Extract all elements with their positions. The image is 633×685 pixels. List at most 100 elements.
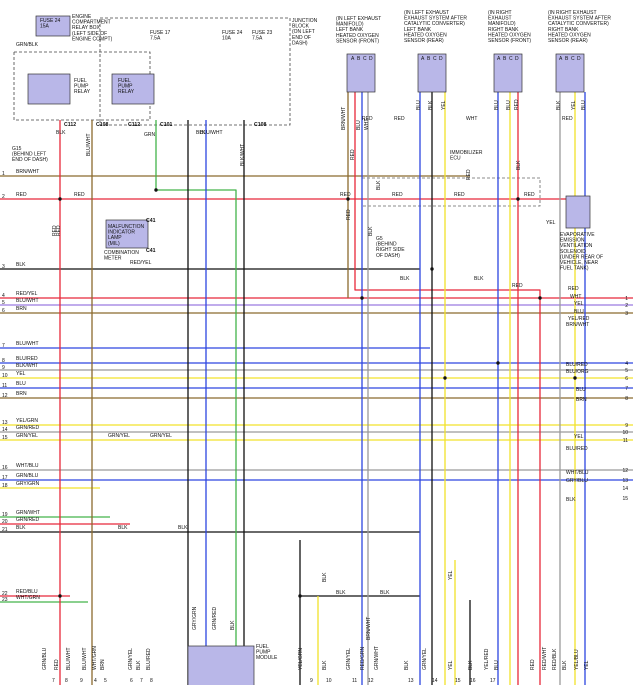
wire-color-label: GRN — [144, 132, 156, 138]
fuel-pump-module-text-line: PUMP — [256, 650, 271, 656]
bottom-pin-number: 8 — [65, 678, 68, 684]
fuel-pump-relay-left-text-line: PUMP — [74, 84, 89, 90]
right-pin-number: 14 — [622, 486, 628, 492]
left-pin-number: 6 — [2, 308, 5, 314]
wire-color-label: YEL/RED — [568, 316, 590, 322]
wire-color-label: RED — [512, 283, 523, 289]
wire-color-label: BLK — [428, 100, 434, 110]
wire-color-label: RED/YEL — [16, 291, 38, 297]
left-pin-number: 22 — [2, 591, 8, 597]
bottom-pin-number: 14 — [432, 678, 438, 684]
mil-text-line: MALFUNCTION — [108, 224, 145, 230]
wire-color-label: BRN/WHT — [566, 322, 589, 328]
wire-color-label: BLK — [404, 660, 410, 670]
relay-box-text-line: RELAY BOX — [72, 25, 101, 31]
wire-color-label: RED — [16, 192, 27, 198]
components-layer — [27, 15, 591, 685]
left-pin-number: 3 — [2, 264, 5, 270]
wire-color-label: BLU/WHT — [200, 130, 223, 136]
wire-color-label: RED — [568, 286, 579, 292]
wire-color-label: BLU/WHT — [82, 648, 88, 671]
sensor-pin-letter: C — [509, 56, 513, 62]
junction-block-text-line: END OF — [292, 35, 311, 41]
mil-text-line: INDICATOR — [108, 230, 135, 236]
wire-color-label: YEL — [448, 660, 454, 670]
sensor-1-text-line: SENSOR (FRONT) — [336, 38, 379, 44]
ground-g5-text-line: (BEHIND — [376, 242, 397, 248]
wires-layer — [0, 17, 633, 685]
sensor-1-text-line: LEFT BANK — [336, 27, 364, 33]
right-pin-number: 1 — [625, 296, 628, 302]
sensor-pin-letter: A — [351, 56, 355, 62]
fuel-pump-relay-left-body — [27, 73, 71, 105]
junction-block-text-line: (ON LEFT — [292, 29, 315, 35]
wire-color-label: WHT/BLU — [16, 463, 39, 469]
bottom-pin-number: 4 — [94, 678, 97, 684]
splice-dot — [360, 296, 364, 300]
left-pin-number: 14 — [2, 427, 8, 433]
bottom-pin-number: 9 — [310, 678, 313, 684]
sensor-4-text-line: CATALYTIC CONVERTER) — [548, 21, 609, 27]
evap-text-line: VENTILATION — [560, 243, 593, 249]
wire-color-label: BLK — [16, 262, 26, 268]
wire-color-label: BLU — [16, 381, 26, 387]
wire-color-label: BLK — [468, 660, 474, 670]
left-pin-number: 1 — [2, 171, 5, 177]
ground-g5-text-line: G5 — [376, 236, 383, 242]
wire-color-label: YEL — [16, 371, 26, 377]
connector-tag: C41 — [146, 218, 156, 224]
bottom-pin-number: 7 — [140, 678, 143, 684]
mil-text-line: (MIL) — [108, 241, 120, 247]
sensor-2-body — [417, 53, 447, 93]
sensor-4-text-line: EXHAUST SYSTEM AFTER — [548, 16, 611, 22]
wire-color-label: RED — [54, 659, 60, 670]
wire-color-label: BLU/RED — [566, 362, 588, 368]
wire-color-label: WHT/BLU — [566, 470, 589, 476]
sensor-2-text-line: CATALYTIC CONVERTER) — [404, 21, 465, 27]
wire-color-label: BLK — [516, 160, 522, 170]
wire-color-label: WHT — [364, 119, 370, 130]
wire-color-label: BLK — [368, 226, 374, 236]
right-pin-number: 15 — [622, 496, 628, 502]
evap-text-line: EMISSION — [560, 238, 585, 244]
connector-tag: C112 — [64, 122, 76, 128]
sensor-1-text-line: (IN LEFT EXHAUST — [336, 16, 381, 22]
right-pin-number: 2 — [625, 303, 628, 309]
wire-color-label: BLU — [494, 660, 500, 670]
wire-color-label: BLK — [380, 590, 390, 596]
evap-solenoid-body — [565, 195, 591, 229]
ground-g15-text-line: G15 — [12, 146, 22, 152]
wire-color-label: YEL/GRN — [298, 648, 304, 670]
junction-block-text-line: BLOCK — [292, 24, 310, 30]
relay-box-text-line: ENGINE — [72, 14, 92, 20]
wire-color-label: BLU/RED — [566, 446, 588, 452]
wire-color-label: GRN/WHT — [16, 510, 40, 516]
fuel-pump-relay-left-text-line: RELAY — [74, 89, 91, 95]
wire-color-label: RED — [392, 192, 403, 198]
bottom-pin-number: 16 — [470, 678, 476, 684]
sensor-4-text-line: (IN RIGHT EXHAUST — [548, 10, 597, 16]
evap-text-line: SOLENOID — [560, 249, 586, 255]
sensor-2-text-line: HEATED OXYGEN — [404, 32, 447, 38]
left-pin-number: 10 — [2, 373, 8, 379]
left-pin-number: 16 — [2, 465, 8, 471]
wire-color-label: GRY/GRN — [16, 481, 40, 487]
wire-color-label: BLK — [376, 180, 382, 190]
sensor-4-text-line: SENSOR (REAR) — [548, 38, 588, 44]
wire-color-label: BLK — [400, 276, 410, 282]
ground-g15-text-line: END OF DASH) — [12, 157, 48, 163]
left-pin-number: 19 — [2, 512, 8, 518]
ground-g5-text-line: OF DASH) — [376, 253, 400, 259]
fuel-pump-relay-left-text-line: FUEL — [74, 78, 87, 84]
wire-color-label: YEL/RED — [484, 648, 490, 670]
right-pin-number: 11 — [623, 438, 628, 444]
wire-color-label: RED/BLK — [552, 648, 558, 670]
wire-red-s1 — [354, 92, 541, 685]
ground-g5-text-line: RIGHT SIDE — [376, 247, 405, 253]
sensor-4-body — [555, 53, 585, 93]
wire-color-label: RED — [74, 192, 85, 198]
sensor-pin-letter: D — [515, 56, 519, 62]
right-pin-number: 13 — [622, 478, 628, 484]
immobilizer-text-line: IMMOBILIZER — [450, 150, 483, 156]
